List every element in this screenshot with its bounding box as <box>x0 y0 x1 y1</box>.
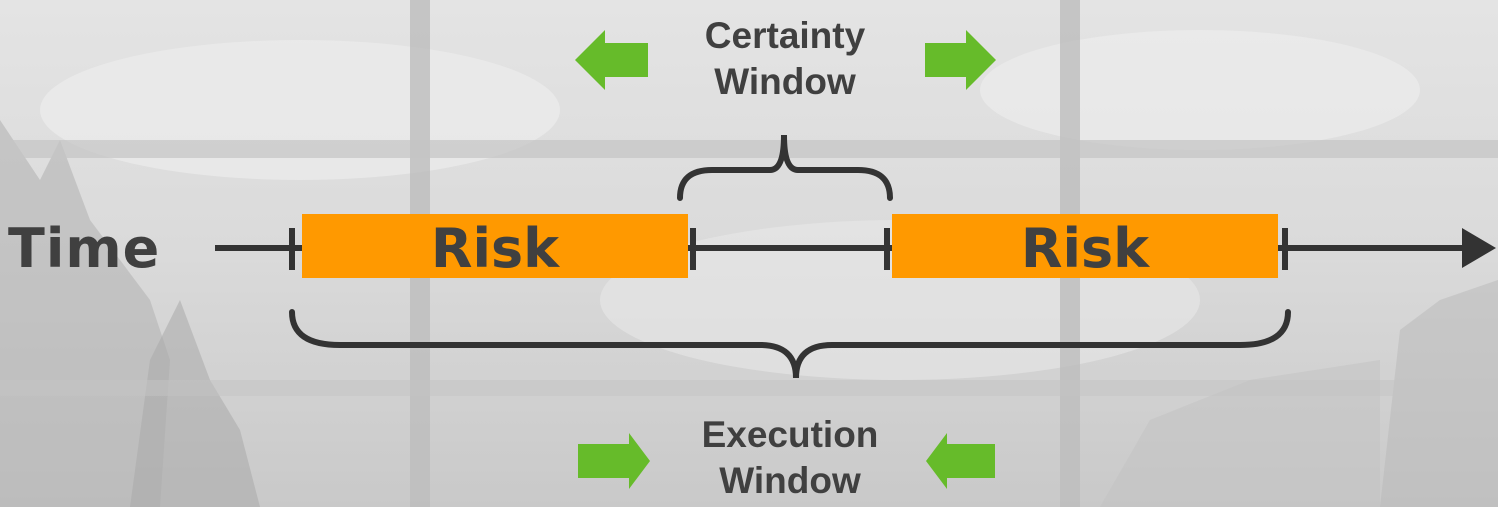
execution-window-brace <box>289 309 1291 379</box>
risk-block-1 <box>302 214 688 278</box>
arrow-right-icon <box>925 30 996 90</box>
certainty-window-brace <box>677 134 893 201</box>
risk-label-2: Risk <box>1020 217 1150 280</box>
risk-block-2 <box>892 214 1278 278</box>
execution-window-label: Execution Window <box>640 412 940 504</box>
certainty-window-line2: Window <box>714 61 856 102</box>
certainty-window-label: Certainty Window <box>640 13 930 105</box>
arrow-left-icon <box>575 30 648 90</box>
risk-label-1: Risk <box>430 217 560 280</box>
time-axis-arrowhead <box>1462 228 1496 268</box>
certainty-window-line1: Certainty <box>704 15 866 56</box>
execution-window-line2: Window <box>719 460 861 501</box>
arrow-right-icon <box>578 433 650 489</box>
arrow-left-icon <box>926 433 995 489</box>
execution-window-line1: Execution <box>701 414 879 455</box>
time-label: Time <box>8 217 161 280</box>
